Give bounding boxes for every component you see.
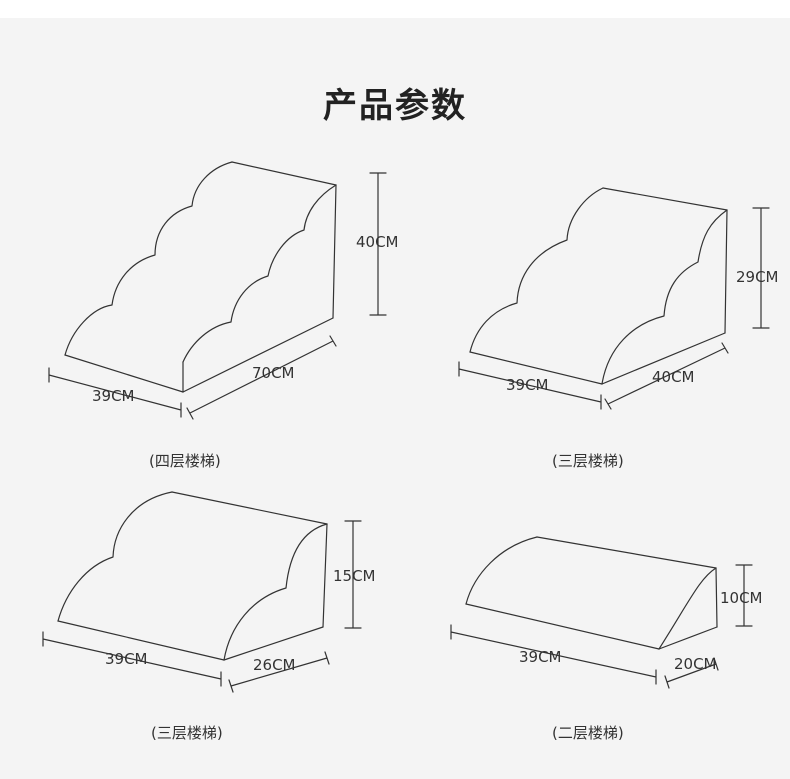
product-4-width-label: 39CM — [519, 648, 562, 666]
product-4-length-label: 20CM — [674, 655, 717, 673]
product-1-length-label: 70CM — [252, 364, 295, 382]
product-3-width-label: 39CM — [105, 650, 148, 668]
product-3-length-label: 26CM — [253, 656, 296, 674]
product-4-caption: (二层楼梯) — [552, 724, 624, 742]
product-2-height-label: 29CM — [736, 268, 779, 286]
three-step-small-cushion-drawing — [57, 491, 328, 661]
product-3-height-label: 15CM — [333, 567, 376, 585]
three-step-large-dimension-lines — [458, 207, 770, 410]
three-step-small-dimension-lines — [42, 520, 362, 693]
product-2-length-label: 40CM — [652, 368, 695, 386]
product-2-caption: (三层楼梯) — [552, 452, 624, 470]
two-step-cushion-drawing — [465, 536, 718, 650]
product-2-width-label: 39CM — [506, 376, 549, 394]
content-panel — [0, 18, 790, 779]
page-title: 产品参数 — [323, 86, 467, 126]
four-step-dimension-lines — [48, 172, 387, 420]
product-1-caption: (四层楼梯) — [149, 452, 221, 470]
two-step-dimension-lines — [450, 564, 753, 689]
three-step-large-cushion-drawing — [469, 187, 728, 385]
four-step-cushion-drawing — [64, 161, 337, 393]
product-1-width-label: 39CM — [92, 387, 135, 405]
product-3-caption: (三层楼梯) — [151, 724, 223, 742]
product-4-height-label: 10CM — [720, 589, 763, 607]
product-1-height-label: 40CM — [356, 233, 399, 251]
